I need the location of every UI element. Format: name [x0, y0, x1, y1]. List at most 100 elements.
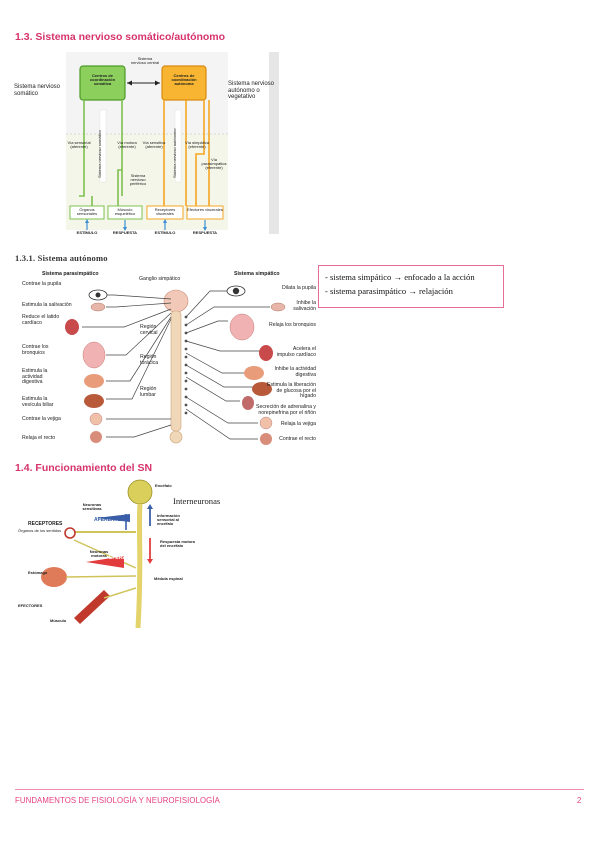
receptor-ring [64, 527, 76, 539]
pns-label: Sistema nervioso periférico [129, 173, 147, 187]
autonomic-system-label: Sistema nervioso autónomo o vegetativo [228, 81, 275, 101]
response-label-1: RESPUESTA [112, 230, 138, 235]
heart-left [65, 319, 79, 335]
center-label-2: Región torácica [140, 354, 159, 366]
right-strip [269, 52, 279, 234]
right-label-9: Contrae el recto [279, 436, 316, 442]
note-sympathetic: - sistema simpático → enfocado a la acci… [325, 272, 475, 282]
stomach-left [84, 374, 104, 388]
lungs-left [82, 341, 106, 369]
footer-divider [15, 789, 584, 790]
stimulus-label-1: ESTÍMULO [76, 230, 98, 235]
afferent-arrow [96, 514, 130, 522]
sympathetic-path-label: Vía simpática (eferente) [184, 140, 209, 150]
stomach-shape [41, 567, 67, 587]
ganglion-title: Ganglio simpático [139, 276, 181, 282]
brain-shape [163, 289, 189, 313]
sensory-info-label: Información sensorial al encéfalo [157, 513, 180, 527]
somatic-autonomic-diagram: Sistema nervioso somático Sistema nervio… [14, 46, 284, 242]
sensitive-neurons-label: Neuronas sensitivas [82, 502, 102, 512]
motor-neurons-label: Neuronas motoras [89, 549, 109, 559]
note-parasympathetic: - sistema parasimpático → relajación [325, 286, 453, 296]
somatic-autonomic-svg [66, 52, 279, 234]
sensitive-afferent-label: Vía sensitiva (aferente) [142, 140, 166, 150]
motor-response-label: Respuesta motora del encéfalo [160, 539, 195, 549]
vertical-autonomic-label: Sistema nervioso autónomo [172, 128, 177, 178]
efferent-label: EFERENTE [109, 555, 136, 561]
motor-efferent-label: Vía motora (eferente) [117, 140, 137, 150]
heart-right [259, 345, 273, 361]
nervous-system-function-diagram: Encéfalo Interneuronas Neuronas sensitiv… [14, 478, 249, 633]
rectum-left [90, 431, 102, 443]
muscle-shape [74, 590, 110, 624]
left-label-3: Reduce el latido cardíaco [22, 314, 60, 326]
efferent-arrow [86, 556, 124, 568]
right-label-7: Secreción de adrenalina y norepinefrina … [256, 404, 316, 416]
receptores-label: RECEPTORES [28, 521, 63, 527]
autonomic-system-diagram: Sistema parasimpático Ganglio simpático … [14, 269, 318, 449]
right-label-3: Relaja los bronquios [268, 322, 316, 328]
spinal-cord [135, 503, 143, 629]
afferent-label: AFERENTE [94, 517, 121, 523]
bottom-box-4-label: Efectores viscerales [187, 207, 223, 212]
sn-function-svg [41, 479, 153, 629]
musculo-label: Músculo [50, 618, 67, 623]
section-title-1-4: 1.4. Funcionamiento del SN [15, 462, 153, 474]
liver-left [84, 394, 104, 408]
stimulus-label-2: ESTÍMULO [154, 230, 176, 235]
spine-shape [170, 310, 182, 432]
salivary-right [270, 302, 286, 312]
autonomic-centers-label: Centros de coordinación autónoma [171, 73, 197, 87]
right-label-1: Dilata la pupila [281, 285, 316, 291]
stomach-right [244, 366, 264, 380]
center-label-1: Región cervical [140, 324, 158, 336]
left-label-1: Contrae la pupila [22, 281, 62, 287]
autonomic-svg [65, 285, 286, 445]
sensory-afferent-label: Vía sensorial (aferente) [67, 140, 91, 150]
autonomic-centers-box [161, 65, 207, 101]
lungs-right [229, 313, 255, 341]
right-label-5: Inhibe la actividad digestiva [274, 366, 316, 378]
encefalo-label: Encéfalo [155, 483, 172, 488]
left-label-6: Estimula la vesícula biliar [22, 396, 54, 408]
interneuronas-label: Interneuronas [173, 496, 221, 506]
bladder-right [259, 416, 273, 430]
section-title-1-3: 1.3. Sistema nervioso somático/autónomo [15, 31, 226, 43]
left-label-2: Estimula la salivación [22, 302, 72, 308]
brain-yellow [127, 479, 153, 505]
left-label-5: Estimula la actividad digestiva [22, 368, 48, 386]
sympathetic-title: Sistema simpático [234, 271, 280, 277]
right-label-6: Estimula la liberación de glucosa por el… [266, 382, 316, 400]
estomago-label: Estómago [28, 570, 48, 575]
receptores-sub-label: Órganos de los sentidos [18, 528, 62, 533]
kidney-right [242, 396, 254, 410]
bottom-box-3-label: Receptores viscerales [154, 207, 176, 217]
footer-course-title: FUNDAMENTOS DE FISIOLOGÍA Y NEUROFISIOLO… [15, 796, 220, 805]
somatic-centers-label: Centros de coordinación somática [89, 73, 116, 87]
liver-right [252, 382, 272, 396]
vertical-somatic-label: Sistema nervioso somático [97, 130, 102, 178]
center-label-3: Región lumbar [140, 386, 157, 398]
left-label-8: Relaja el recto [22, 435, 56, 441]
salivary-left [90, 302, 106, 312]
bottom-box-1-label: Órganos sensoriales [76, 207, 98, 217]
efectores-label: EFECTORES [18, 603, 43, 608]
medula-label: Médula espinal [154, 576, 183, 581]
left-label-7: Contrae la vejiga [22, 416, 61, 422]
left-label-4: Contrae los bronquios [22, 344, 49, 356]
cns-label: Sistema nervioso central [130, 56, 160, 66]
skeletal-muscle-box [107, 205, 143, 220]
bottom-box-2-label: Músculo esquelético [114, 207, 136, 217]
somatic-system-label: Sistema nervioso somático [14, 84, 61, 97]
notes-box: - sistema simpático → enfocado a la acci… [318, 265, 504, 308]
response-label-2: RESPUESTA [192, 230, 218, 235]
somatic-centers-box [79, 65, 126, 101]
right-label-4: Acelera el impulso cardíaco [276, 346, 316, 358]
parasympathetic-title: Sistema parasimpático [42, 271, 99, 277]
section-title-1-3-1: 1.3.1. Sistema autónomo [15, 253, 108, 263]
visceral-effectors-box [186, 205, 224, 220]
page-number: 2 [577, 796, 582, 805]
rectum-right [260, 433, 272, 445]
right-label-2: Inhibe la salivación [293, 300, 316, 312]
right-label-8: Relaja la vejiga [280, 421, 316, 427]
